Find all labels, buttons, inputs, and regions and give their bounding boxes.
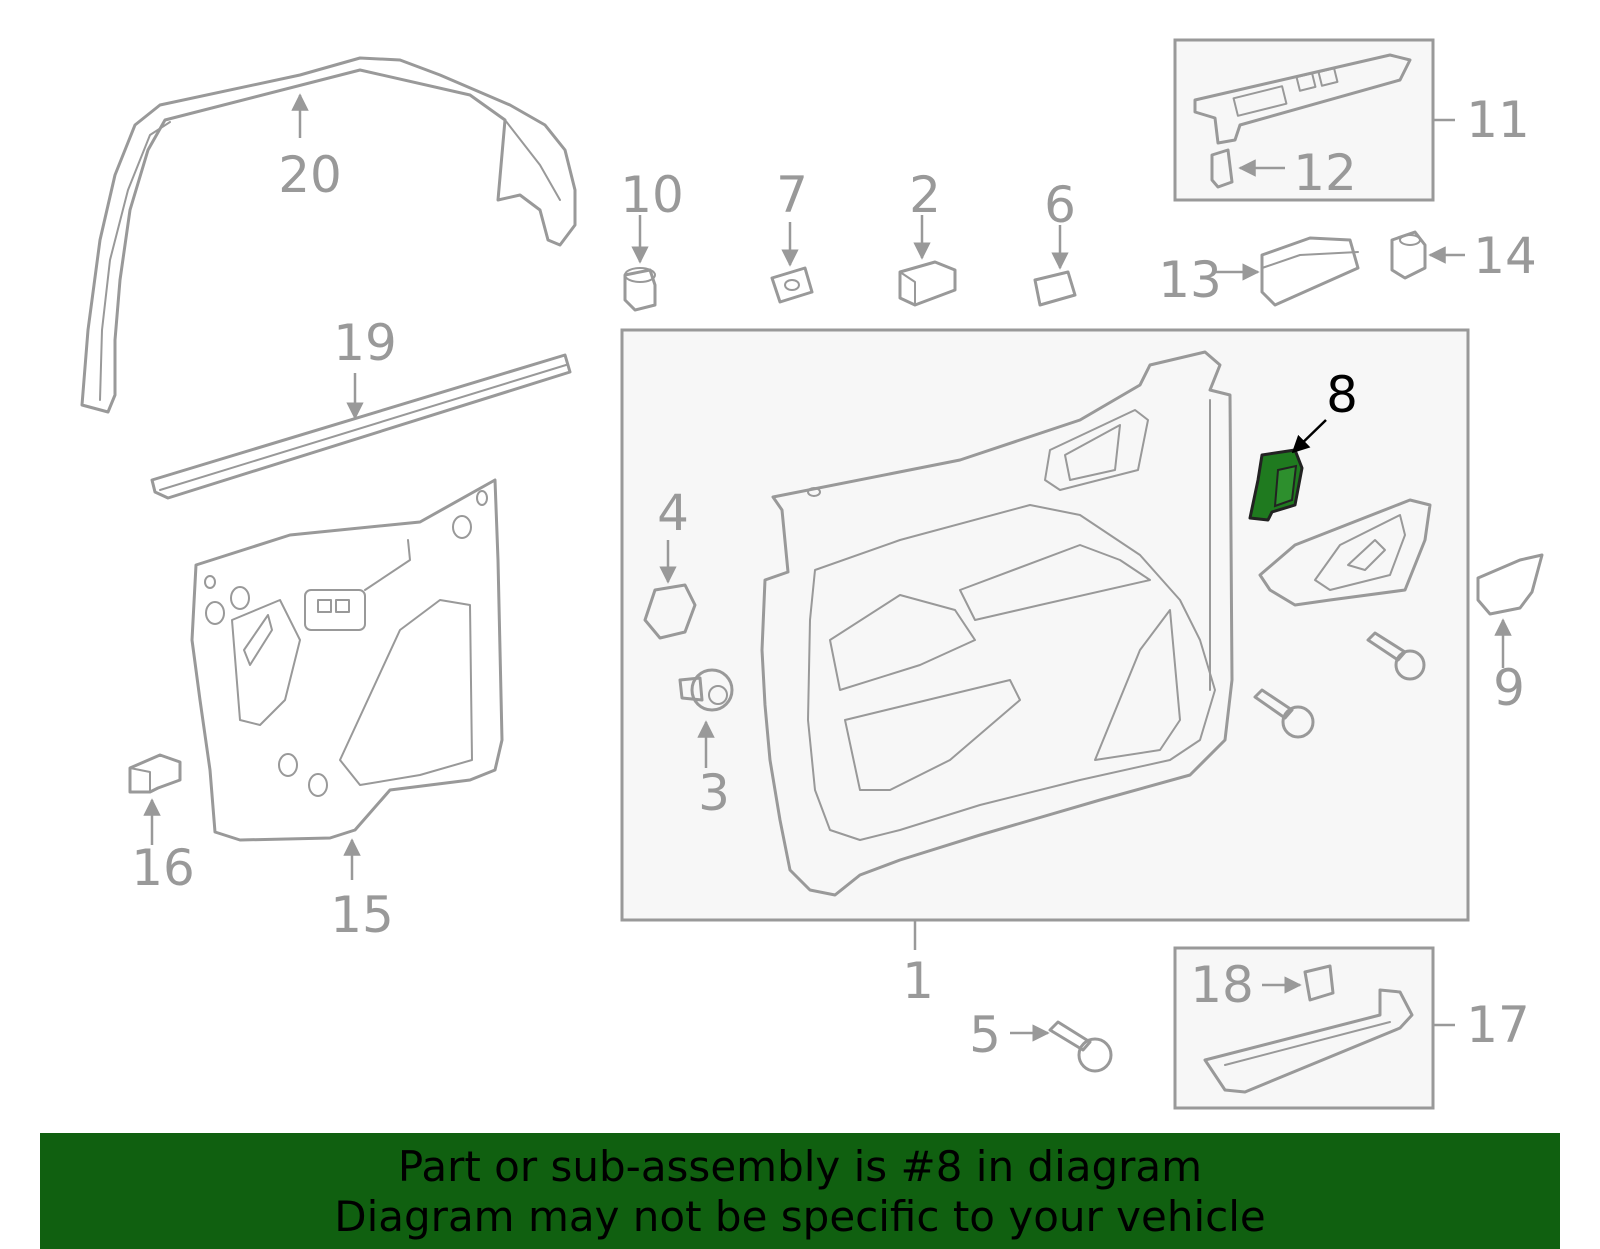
callout-2: 2: [909, 166, 941, 224]
callout-10: 10: [620, 166, 684, 224]
part-6-pad: [1033, 225, 1077, 307]
callout-6: 6: [1044, 176, 1076, 234]
info-banner: Part or sub-assembly is #8 in diagram Di…: [40, 1133, 1560, 1249]
callout-16: 16: [131, 839, 195, 897]
callout-19: 19: [333, 314, 397, 372]
part-7-nut: [770, 222, 814, 304]
part-10-cap: [623, 215, 657, 312]
callout-5: 5: [969, 1006, 1001, 1064]
part-9-cover: [1476, 553, 1544, 668]
group-1-door-panel-box: [620, 328, 1470, 950]
banner-line-1: Part or sub-assembly is #8 in diagram: [397, 1142, 1203, 1191]
callout-4: 4: [657, 484, 689, 542]
screw-lower: [1253, 688, 1315, 739]
part-20-frame-molding: [80, 56, 577, 414]
part-8-highlighted-bezel: [1248, 419, 1327, 522]
callout-1: 1: [902, 952, 934, 1010]
callout-17: 17: [1466, 996, 1530, 1054]
part-16-clip: [128, 753, 182, 845]
callout-14: 14: [1473, 227, 1537, 285]
door-handle-assembly: [1258, 498, 1432, 607]
part-19-weatherstrip: [150, 353, 572, 500]
callout-labels: 20 19 10 7 2 6 11 12 13 14 8 4 3 9 1 5 1…: [131, 91, 1537, 1064]
part-3-retainer: [678, 668, 734, 768]
group-17-18-box: [1173, 946, 1455, 1110]
part-4-plug: [643, 540, 697, 640]
callout-3: 3: [698, 764, 730, 822]
callout-7: 7: [776, 166, 808, 224]
banner-line-2: Diagram may not be specific to your vehi…: [334, 1192, 1266, 1241]
callout-9: 9: [1493, 659, 1525, 717]
part-5-bolt: [1010, 1020, 1113, 1073]
screw-upper: [1366, 631, 1426, 681]
part-2-clip: [898, 215, 957, 307]
part-13-switch: [1215, 236, 1360, 307]
callout-13: 13: [1158, 251, 1222, 309]
callout-15: 15: [330, 886, 394, 944]
callout-11: 11: [1466, 91, 1530, 149]
group-11-12-box: [1173, 38, 1455, 202]
callout-20: 20: [278, 146, 342, 204]
part-15-water-deflector: [190, 478, 504, 880]
callout-12: 12: [1293, 144, 1357, 202]
callout-18: 18: [1190, 956, 1254, 1014]
callout-8: 8: [1326, 366, 1358, 424]
part-14-clip: [1390, 230, 1465, 280]
